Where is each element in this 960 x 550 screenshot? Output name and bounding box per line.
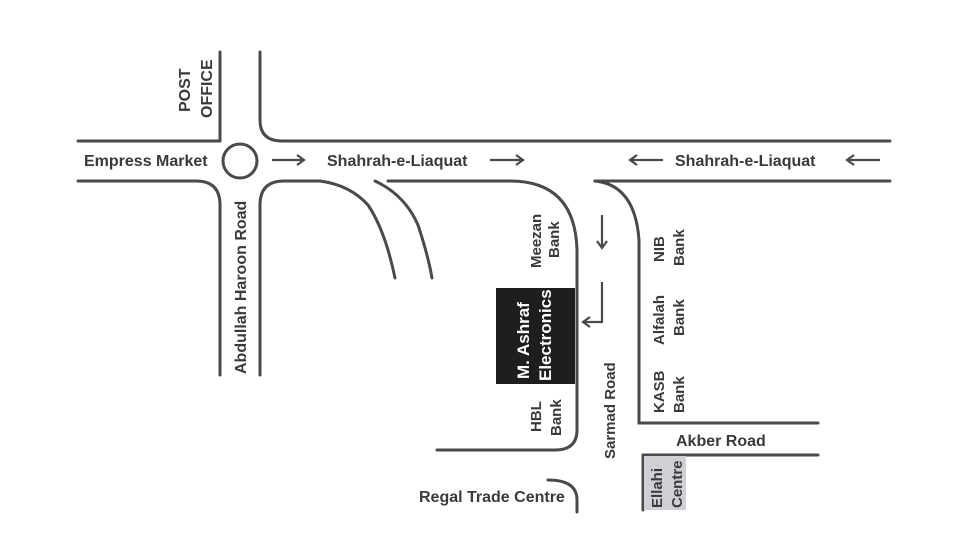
regal-road-edge (546, 478, 579, 514)
hbl-bank-label-line2: Bank (548, 399, 565, 436)
alfalah-bank-label-line1: Alfalah (651, 295, 668, 345)
akber-road-label: Akber Road (676, 433, 766, 450)
ellahi-centre-label-line2: Centre (669, 460, 686, 508)
arrow-left-icon (628, 154, 663, 166)
hbl-bank-label-line1: HBL (528, 401, 545, 432)
turn-arrow-icon (581, 282, 604, 328)
post-office-label-line2: OFFICE (199, 59, 216, 118)
shahrah-bottom-edge-west (76, 179, 222, 377)
nib-bank-label-line2: Bank (671, 229, 688, 266)
sarmad-road-east-edge (593, 179, 820, 425)
arrow-left-icon (845, 154, 880, 166)
ellahi-centre-box (644, 456, 686, 510)
abdullah-haroon-road-label: Abdullah Haroon Road (233, 201, 250, 374)
kasb-bank-label-line2: Bank (671, 376, 688, 413)
roundabout (221, 142, 259, 180)
roads (76, 50, 892, 514)
meezan-bank-label-line2: Bank (546, 221, 563, 258)
ellahi-centre-label-line1: Ellahi (649, 468, 666, 508)
destination-label-line1: M. Ashraf (514, 302, 533, 379)
regal-trade-centre-label: Regal Trade Centre (419, 489, 565, 506)
meezan-bank-label-line1: Meezan (528, 214, 545, 268)
empress-market-label: Empress Market (84, 153, 208, 170)
meezan-block-edge (386, 179, 579, 452)
arrow-down-icon (596, 215, 608, 250)
shahrah-left-label: Shahrah-e-Liaquat (327, 153, 468, 170)
arrow-right-icon (272, 154, 306, 166)
nib-bank-label-line1: NIB (651, 236, 668, 262)
sarmad-road-label: Sarmad Road (602, 362, 619, 459)
destination-label-line2: Electronics (536, 289, 555, 381)
arrow-right-icon (490, 154, 525, 166)
kasb-bank-label-line1: KASB (651, 370, 668, 413)
shahrah-right-label: Shahrah-e-Liaquat (675, 153, 816, 170)
branch-road (373, 179, 434, 280)
abdullah-haroon-right-edge (258, 179, 397, 377)
alfalah-bank-label-line2: Bank (671, 299, 688, 336)
post-office-label-line1: POST (177, 68, 194, 112)
shahrah-top-edge-east (258, 50, 892, 143)
destination-box (496, 288, 575, 384)
direction-arrows (272, 154, 880, 328)
